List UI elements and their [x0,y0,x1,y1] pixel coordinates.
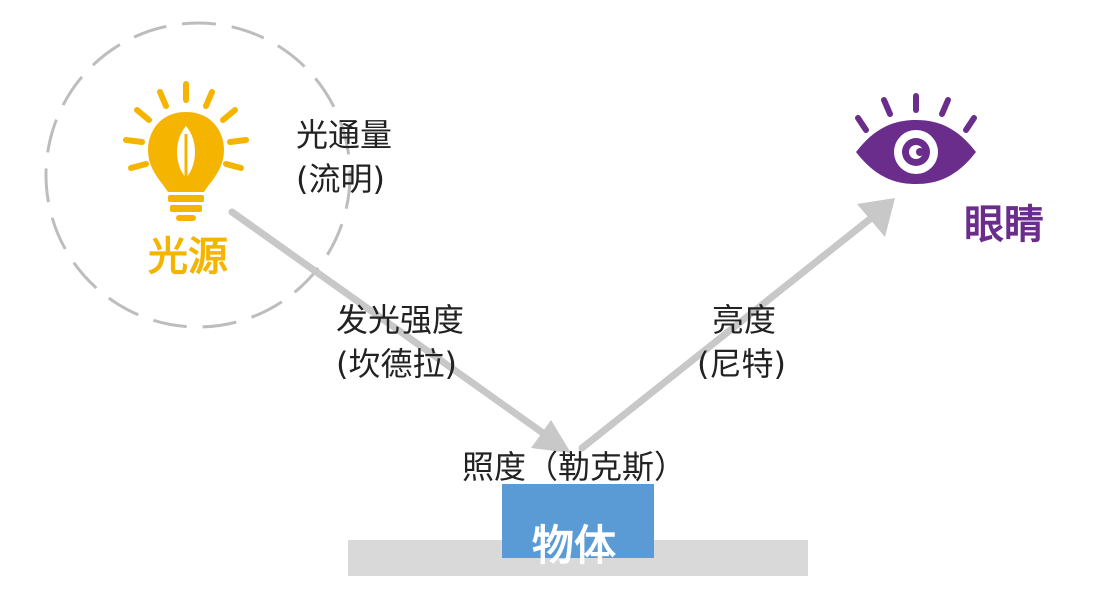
light-source-boundary [44,21,352,329]
luminous-flux-name: 光通量 [296,116,392,154]
object-block [502,484,654,558]
eye-icon [855,93,977,184]
eye-label: 眼睛 [964,202,1044,248]
light-source-label: 光源 [148,234,228,280]
object-label: 物体 [532,521,616,570]
reflected-arrow [578,198,895,452]
incident-arrow [228,208,571,453]
lightbulb-icon [123,81,249,221]
luminous-intensity-unit: (坎德拉) [336,345,457,383]
luminance-unit: (尼特) [697,345,786,383]
luminous-intensity-name: 发光强度 [336,301,464,339]
luminous-flux-unit: (流明) [296,160,385,198]
illuminance-label: 照度（勒克斯） [462,448,686,486]
luminance-name: 亮度 [712,301,776,339]
